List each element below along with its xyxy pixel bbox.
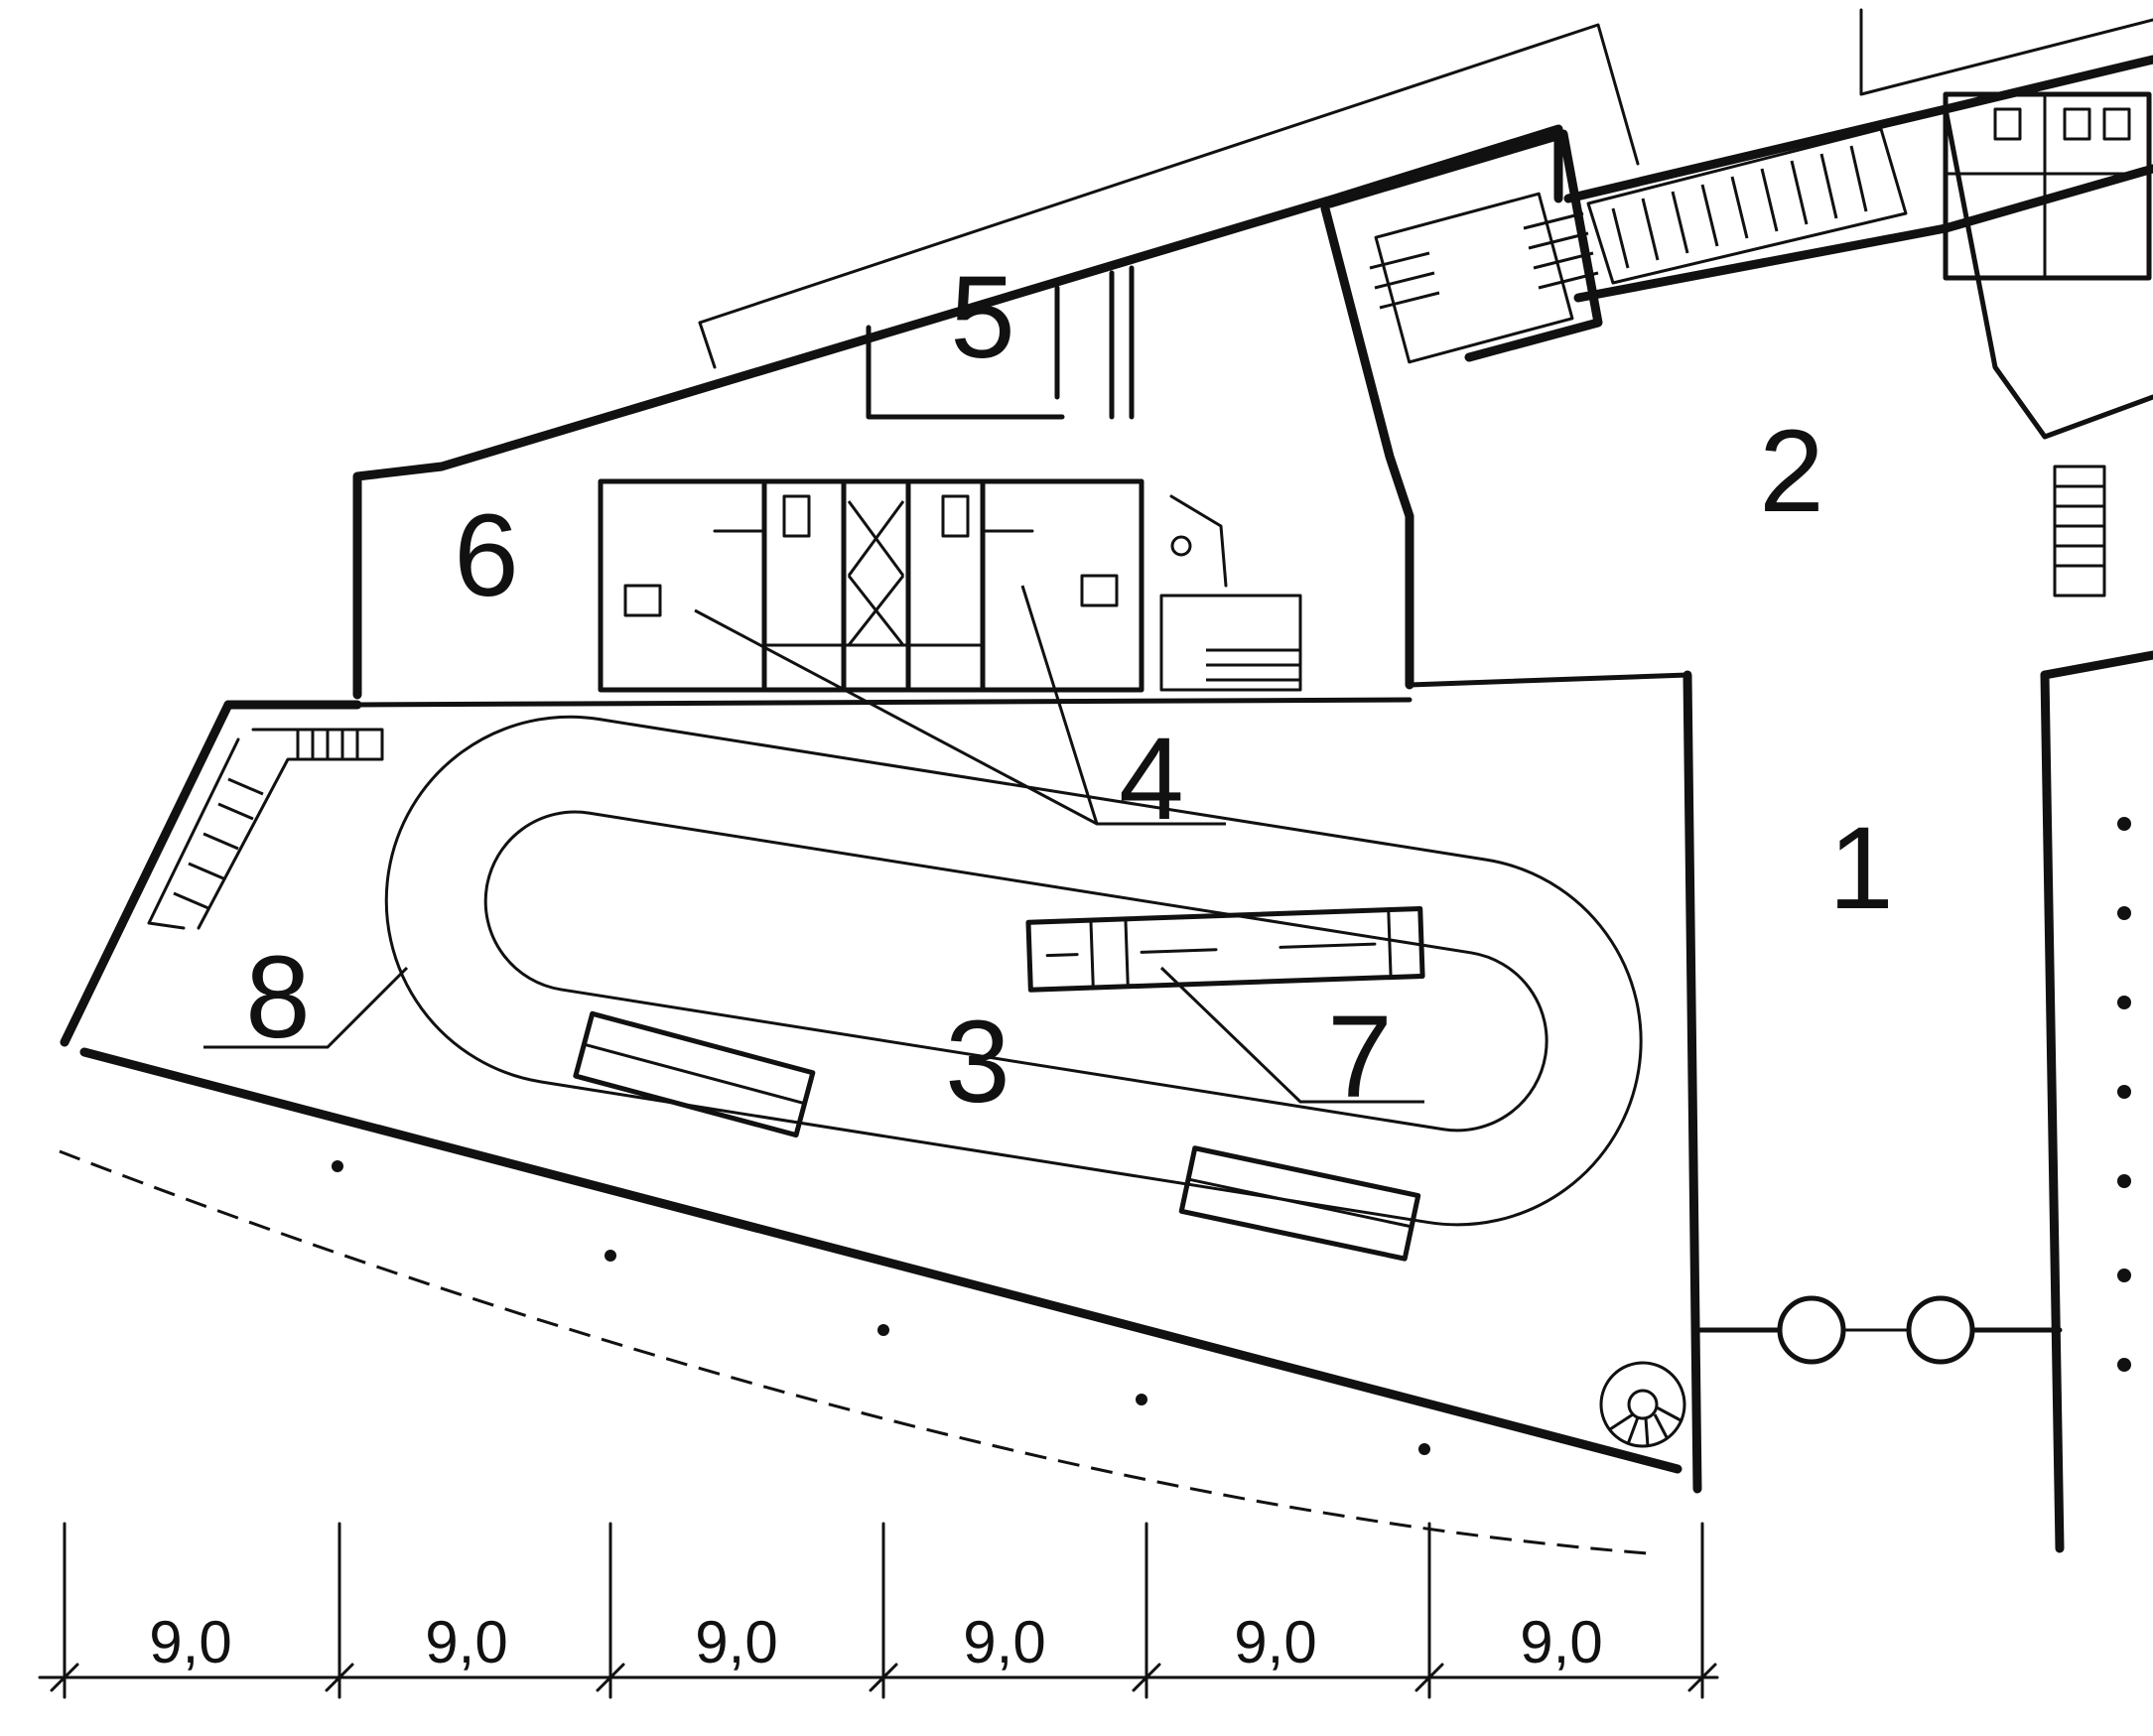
room-label-6: 6 xyxy=(454,490,519,621)
room-label-4: 4 xyxy=(1119,714,1184,845)
room-label-1: 1 xyxy=(1828,803,1894,934)
toilet-rooms xyxy=(598,478,1302,693)
dimension-label-6: 9,0 xyxy=(1520,1609,1602,1675)
bridge-stair xyxy=(1586,127,1908,285)
riding-arena xyxy=(384,715,1643,1227)
room-label-3: 3 xyxy=(945,997,1010,1128)
obstacles xyxy=(573,905,1425,1262)
room-label-2: 2 xyxy=(1759,406,1824,537)
right-toilet-block xyxy=(1943,91,2152,598)
room-5-walls xyxy=(866,265,1135,420)
main-outline xyxy=(60,124,1702,1494)
canopy-line xyxy=(59,1149,1649,1555)
west-stair xyxy=(147,728,384,930)
room-labels: 1 2 3 4 5 6 7 8 xyxy=(245,252,1894,1128)
room-label-7: 7 xyxy=(1327,992,1393,1123)
dimension-label-5: 9,0 xyxy=(1234,1609,1316,1675)
dimension-chain: 9,0 9,0 9,0 9,0 9,0 9,0 xyxy=(38,1522,1719,1699)
dimension-label-1: 9,0 xyxy=(149,1609,231,1675)
stair-core xyxy=(1325,129,1603,364)
dimension-label-2: 9,0 xyxy=(425,1609,507,1675)
room-label-8: 8 xyxy=(245,932,311,1063)
dimension-label-4: 9,0 xyxy=(963,1609,1045,1675)
dimension-label-3: 9,0 xyxy=(695,1609,777,1675)
spiral-stair xyxy=(1599,1361,1686,1448)
upper-terrace xyxy=(698,8,2153,369)
south-columns xyxy=(332,1160,1430,1455)
room-label-5: 5 xyxy=(950,252,1015,383)
leader-lines xyxy=(203,585,1424,1104)
